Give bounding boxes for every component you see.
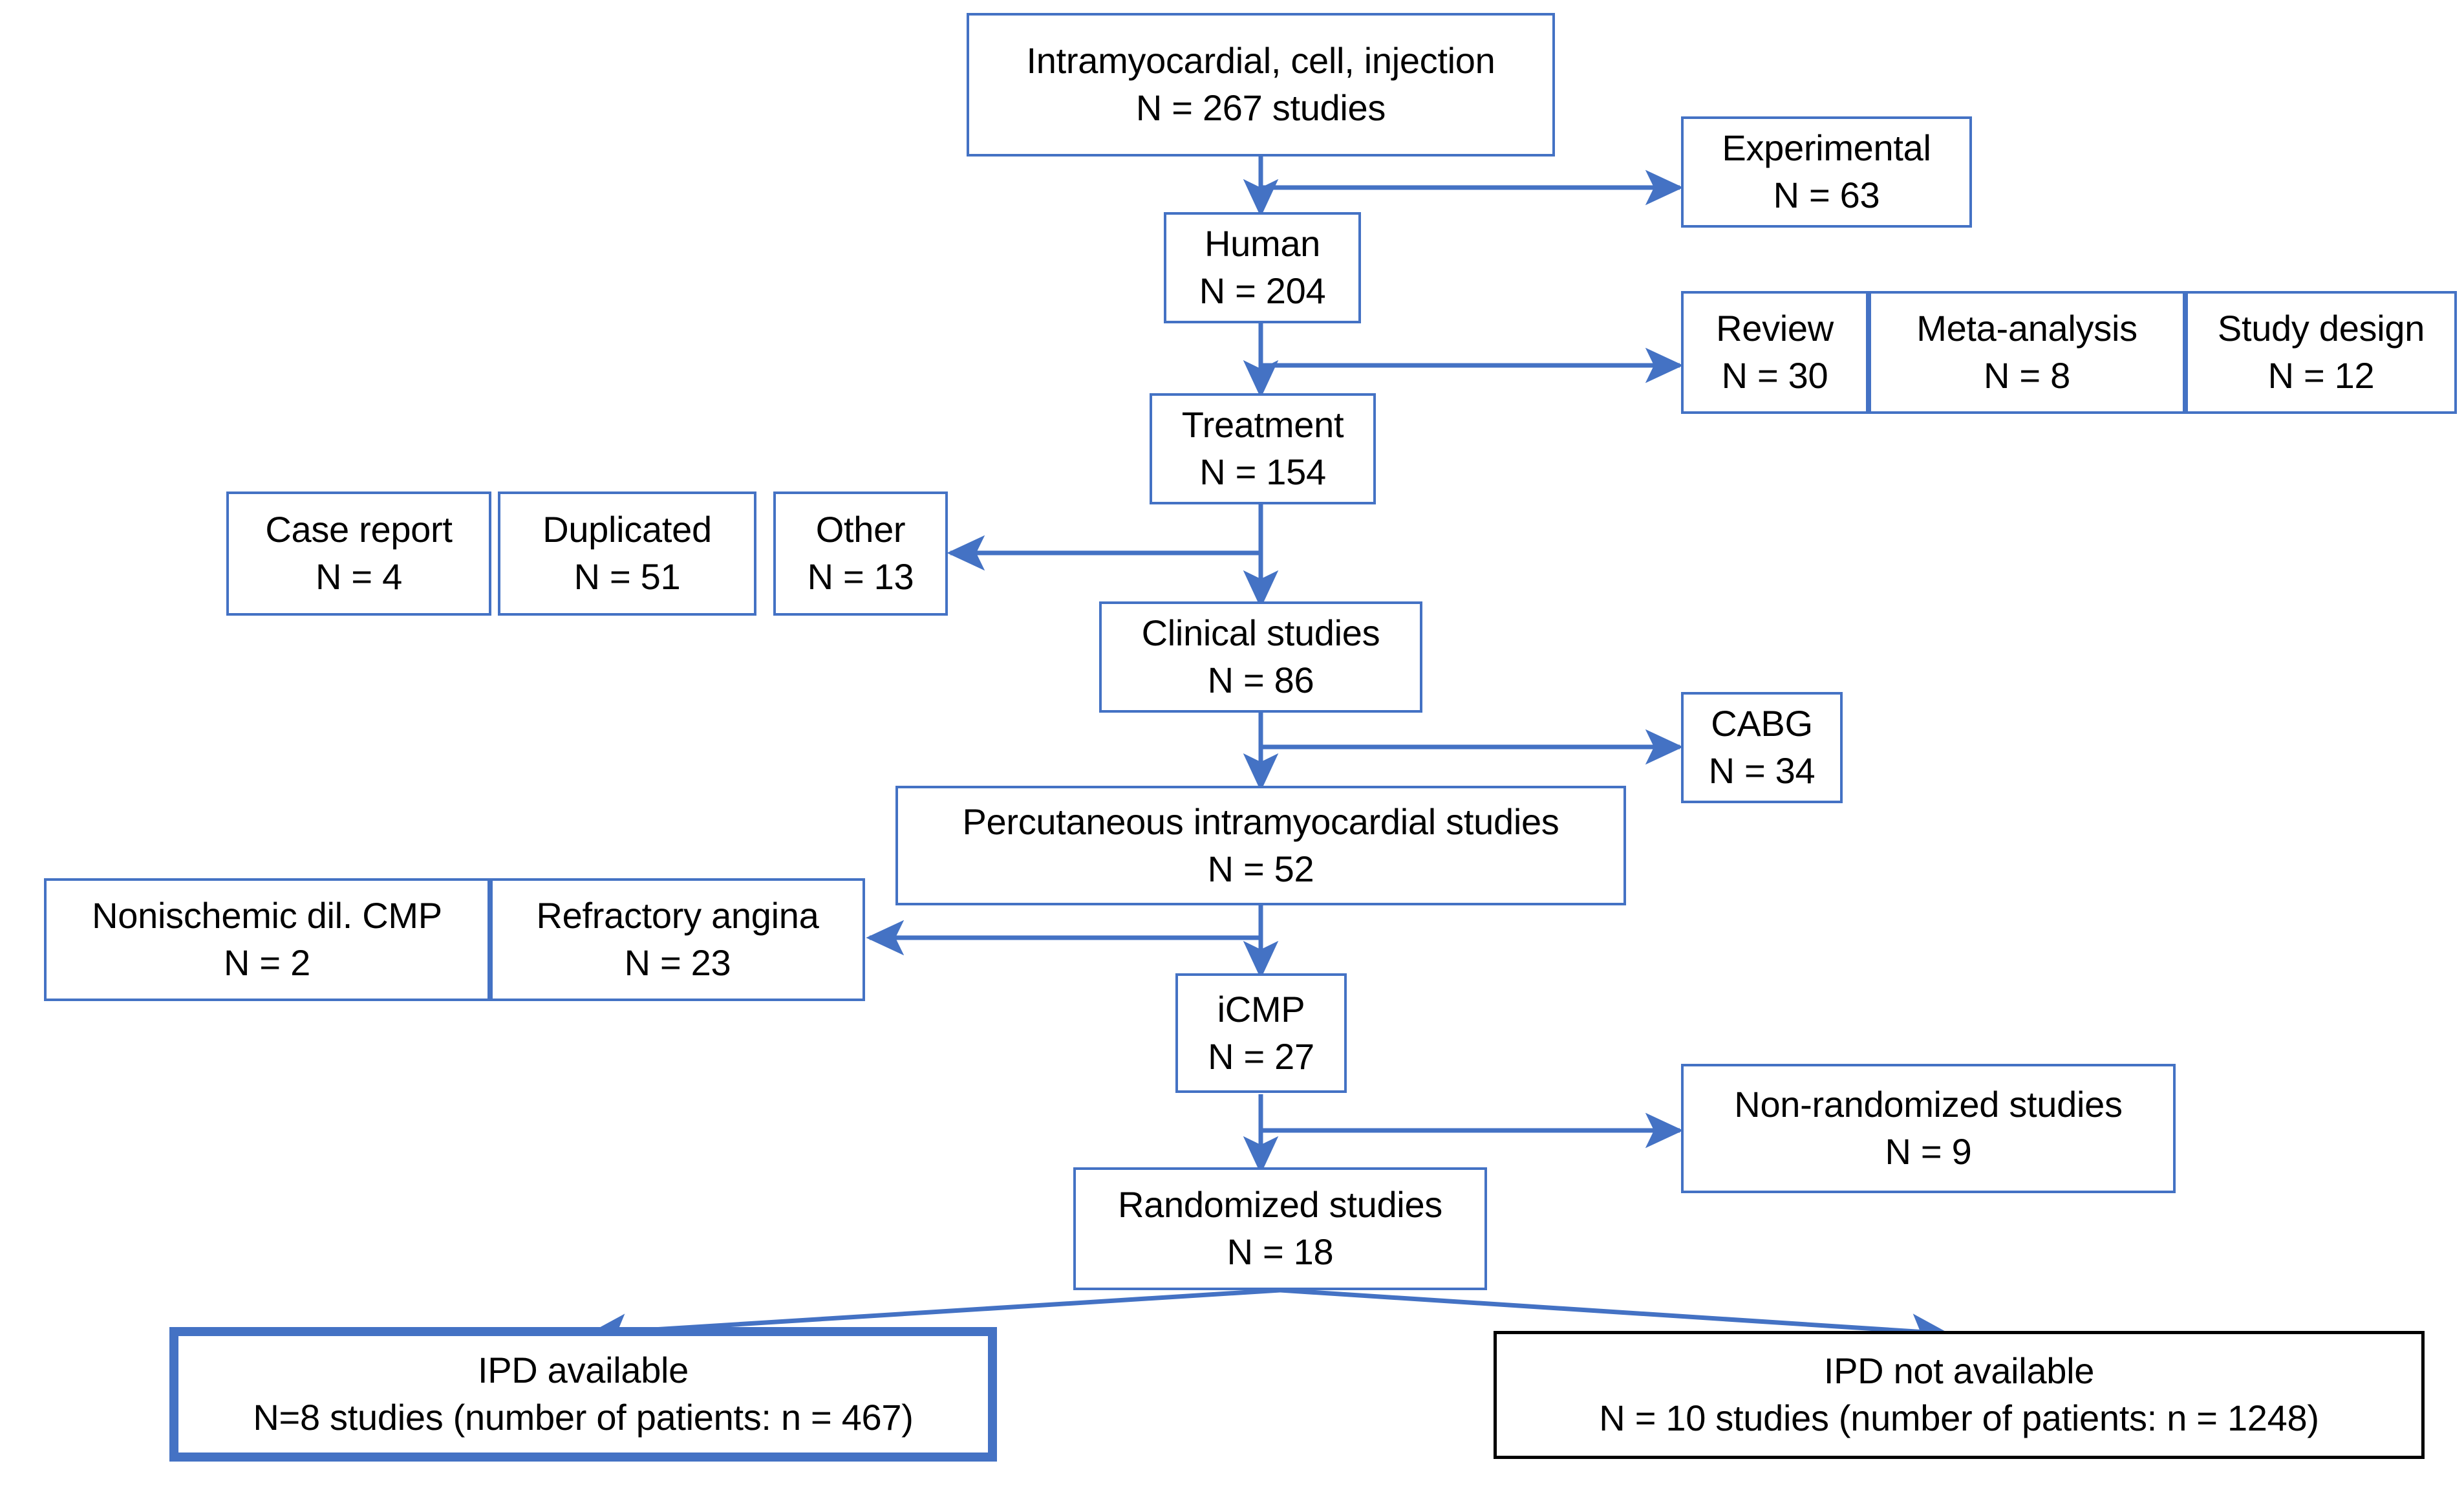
node-meta-analysis-line2: N = 8 bbox=[1984, 355, 2070, 396]
node-clinical-studies-line1: Clinical studies bbox=[1141, 612, 1380, 654]
node-non-randomized-line1: Non-randomized studies bbox=[1734, 1084, 2123, 1125]
node-meta-analysis[interactable]: Meta-analysis N = 8 bbox=[1869, 291, 2185, 414]
edge-randomized-to-ipd-not-available bbox=[1280, 1288, 1950, 1349]
node-intramyocardial[interactable]: Intramyocardial, cell, injection N = 267… bbox=[967, 13, 1555, 157]
node-study-design-line1: Study design bbox=[2217, 308, 2425, 349]
node-review-line1: Review bbox=[1716, 308, 1834, 349]
node-case-report[interactable]: Case report N = 4 bbox=[226, 491, 491, 616]
node-percutaneous-line1: Percutaneous intramyocardial studies bbox=[962, 801, 1559, 842]
node-experimental-line1: Experimental bbox=[1722, 127, 1931, 169]
node-other-line1: Other bbox=[815, 509, 906, 550]
node-clinical-studies[interactable]: Clinical studies N = 86 bbox=[1099, 601, 1422, 713]
node-treatment-line1: Treatment bbox=[1181, 404, 1344, 446]
node-icmp[interactable]: iCMP N = 27 bbox=[1175, 973, 1347, 1093]
node-duplicated-line2: N = 51 bbox=[573, 556, 681, 597]
node-other[interactable]: Other N = 13 bbox=[773, 491, 948, 616]
node-percutaneous[interactable]: Percutaneous intramyocardial studies N =… bbox=[895, 786, 1626, 905]
node-treatment[interactable]: Treatment N = 154 bbox=[1150, 393, 1376, 504]
node-case-report-line1: Case report bbox=[265, 509, 453, 550]
node-ipd-available-line1: IPD available bbox=[477, 1350, 689, 1391]
node-non-randomized[interactable]: Non-randomized studies N = 9 bbox=[1681, 1064, 2176, 1193]
node-duplicated[interactable]: Duplicated N = 51 bbox=[498, 491, 756, 616]
node-ipd-available[interactable]: IPD available N=8 studies (number of pat… bbox=[169, 1327, 997, 1462]
node-cabg-line2: N = 34 bbox=[1708, 750, 1816, 791]
node-review-line2: N = 30 bbox=[1721, 355, 1828, 396]
node-ipd-not-available-line2: N = 10 studies (number of patients: n = … bbox=[1599, 1398, 2319, 1438]
node-intramyocardial-line2: N = 267 studies bbox=[1135, 87, 1386, 128]
node-study-design-line2: N = 12 bbox=[2267, 355, 2375, 396]
node-icmp-line2: N = 27 bbox=[1208, 1035, 1314, 1077]
node-experimental[interactable]: Experimental N = 63 bbox=[1681, 116, 1972, 228]
node-nonischemic-line1: Nonischemic dil. CMP bbox=[92, 895, 442, 936]
node-cabg[interactable]: CABG N = 34 bbox=[1681, 692, 1843, 803]
node-treatment-line2: N = 154 bbox=[1199, 451, 1326, 492]
node-randomized[interactable]: Randomized studies N = 18 bbox=[1073, 1167, 1487, 1290]
node-icmp-line1: iCMP bbox=[1217, 988, 1305, 1030]
node-refractory-angina[interactable]: Refractory angina N = 23 bbox=[490, 878, 865, 1001]
node-meta-analysis-line1: Meta-analysis bbox=[1916, 308, 2137, 349]
node-case-report-line2: N = 4 bbox=[316, 556, 402, 597]
node-human-line2: N = 204 bbox=[1199, 270, 1326, 311]
node-refractory-angina-line2: N = 23 bbox=[624, 942, 731, 983]
node-duplicated-line1: Duplicated bbox=[542, 509, 712, 550]
node-human[interactable]: Human N = 204 bbox=[1164, 212, 1361, 323]
node-refractory-angina-line1: Refractory angina bbox=[536, 895, 819, 936]
node-nonischemic[interactable]: Nonischemic dil. CMP N = 2 bbox=[44, 878, 490, 1001]
node-nonischemic-line2: N = 2 bbox=[224, 942, 310, 983]
node-review[interactable]: Review N = 30 bbox=[1681, 291, 1869, 414]
node-percutaneous-line2: N = 52 bbox=[1207, 848, 1314, 889]
node-randomized-line2: N = 18 bbox=[1227, 1231, 1334, 1272]
node-cabg-line1: CABG bbox=[1711, 703, 1813, 744]
node-clinical-studies-line2: N = 86 bbox=[1207, 660, 1314, 700]
node-human-line1: Human bbox=[1204, 223, 1321, 265]
node-ipd-not-available-line1: IPD not available bbox=[1823, 1350, 2095, 1392]
node-study-design[interactable]: Study design N = 12 bbox=[2185, 291, 2457, 414]
node-other-line2: N = 13 bbox=[807, 556, 914, 597]
node-ipd-not-available[interactable]: IPD not available N = 10 studies (number… bbox=[1494, 1331, 2425, 1459]
node-ipd-available-line2: N=8 studies (number of patients: n = 467… bbox=[253, 1397, 914, 1438]
node-non-randomized-line2: N = 9 bbox=[1885, 1131, 1972, 1172]
node-randomized-line1: Randomized studies bbox=[1118, 1184, 1442, 1226]
node-intramyocardial-line1: Intramyocardial, cell, injection bbox=[1026, 40, 1495, 81]
node-experimental-line2: N = 63 bbox=[1773, 175, 1880, 215]
